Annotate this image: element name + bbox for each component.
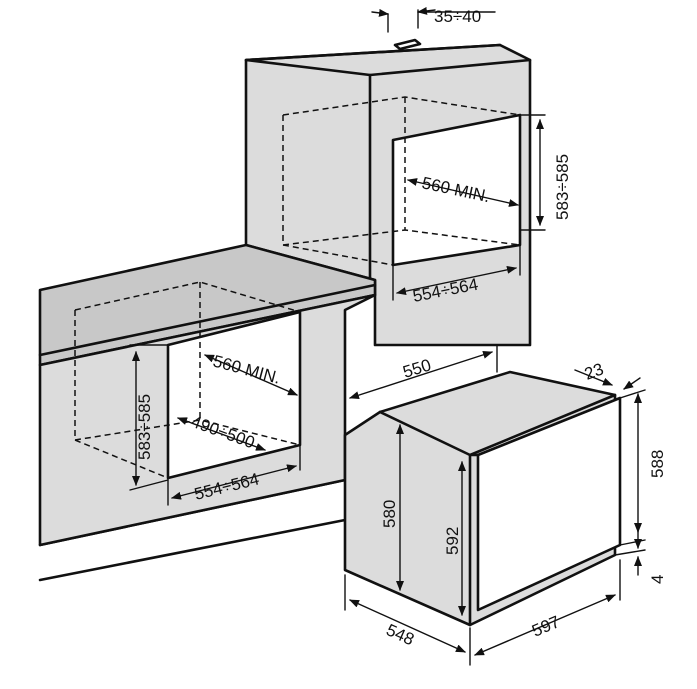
upper-niche-height-label: 583÷585 <box>553 154 572 220</box>
oven-front-panel-height-label: 592 <box>443 527 462 555</box>
lower-niche-height-label: 583÷585 <box>135 394 154 460</box>
lower-cabinet <box>38 243 377 582</box>
oven-width-label: 597 <box>529 612 563 641</box>
oven-front-thickness-label: 23 <box>582 359 606 383</box>
oven-unit <box>343 344 646 666</box>
oven-front-height-label: 588 <box>648 450 667 478</box>
oven-depth-bottom-label: 548 <box>383 620 417 649</box>
oven-body-height-label: 580 <box>380 500 399 528</box>
oven-bottom-gap-label: 4 <box>648 575 667 584</box>
top-gap-label: 35÷40 <box>434 7 481 26</box>
upper-cabinet <box>244 6 546 347</box>
oven-depth-top-label: 550 <box>401 355 434 381</box>
